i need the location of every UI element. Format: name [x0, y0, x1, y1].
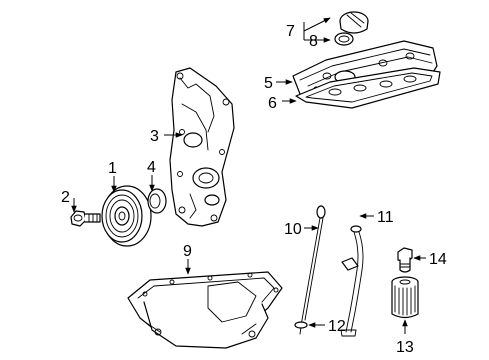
front-oil-seal: [147, 188, 167, 214]
cap-gasket: [334, 32, 354, 46]
callout-13: 13: [396, 339, 414, 356]
callout-5: 5: [264, 75, 273, 92]
callout-1: 1: [108, 160, 117, 177]
callout-labels: 7 8 5 6 3 1 4 2 9 10 11 12 14 13: [61, 23, 447, 356]
callout-4: 4: [147, 159, 156, 176]
dipstick-guide: [340, 225, 364, 337]
callout-3: 3: [150, 128, 159, 145]
oil-filter: [391, 276, 419, 319]
oil-filter-union: [397, 247, 413, 273]
callout-14: 14: [429, 251, 447, 268]
callout-8: 8: [309, 33, 318, 50]
pulley-bolt: [70, 210, 101, 227]
callout-6: 6: [268, 95, 277, 112]
callout-11: 11: [377, 209, 394, 226]
callout-12: 12: [328, 318, 346, 335]
oil-dipstick: [299, 205, 326, 335]
callout-7: 7: [286, 23, 295, 40]
timing-chain-cover: [169, 67, 235, 227]
o-ring: [294, 321, 308, 329]
oil-filler-cap: [339, 11, 369, 34]
head-cover-gasket: [295, 67, 441, 109]
callout-10: 10: [284, 221, 302, 238]
leader-lines: [71, 17, 426, 334]
crankshaft-pulley: [101, 185, 152, 247]
callout-9: 9: [183, 243, 192, 260]
callout-2: 2: [61, 189, 70, 206]
oil-pan: [127, 271, 283, 349]
